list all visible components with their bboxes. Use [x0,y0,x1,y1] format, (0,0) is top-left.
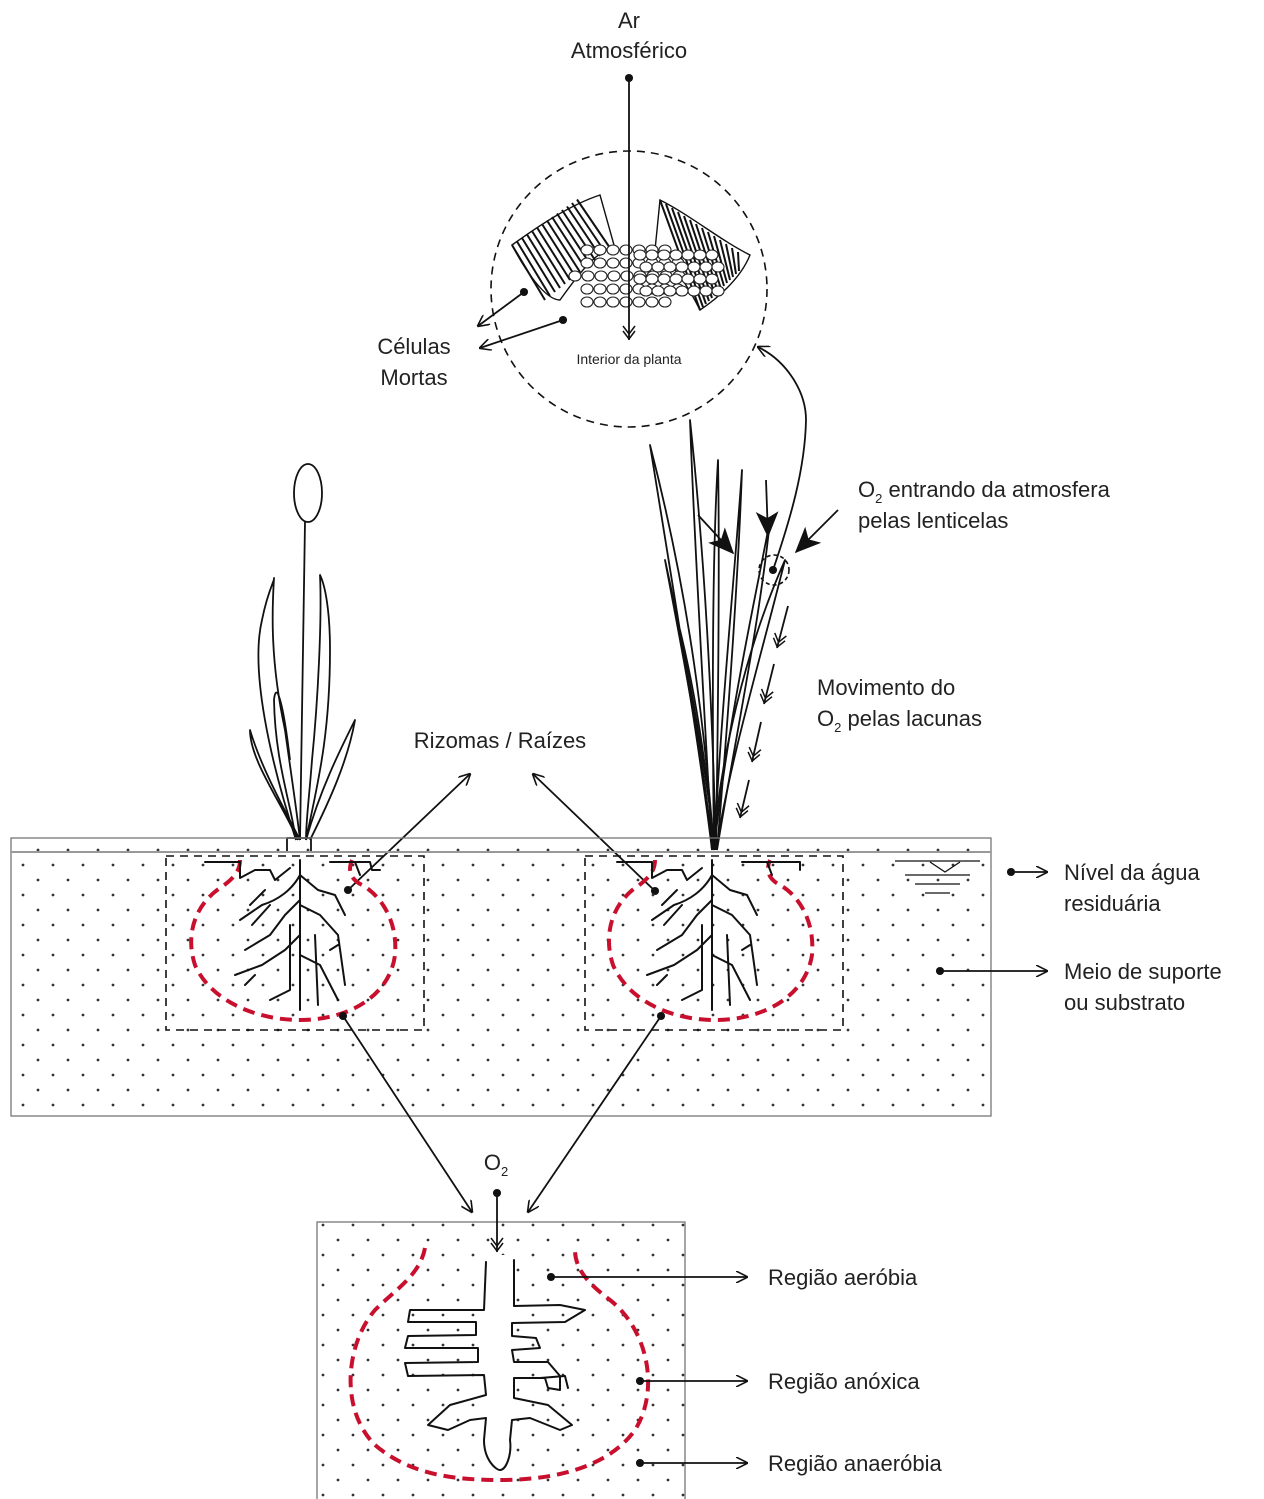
plant-cell [634,250,646,260]
dead-cells-pointer-2 [480,320,563,348]
label-nivel-agua-2: residuária [1064,891,1161,916]
plant-cell [607,297,619,307]
plant-cell [676,286,688,296]
plant-cell [706,274,718,284]
lenticel-arrows: O2 entrando da atmosfera pelas lenticela… [698,347,1111,585]
plant-cell [594,258,606,268]
label-o2-entrando-2: pelas lenticelas [858,508,1008,533]
plant-cell [688,262,700,272]
label-nivel-agua-1: Nível da água [1064,860,1201,885]
plant-cell [634,274,646,284]
root-zone-detail: O2 [317,1150,685,1499]
label-movimento-2: O2 pelas lacunas [817,706,982,735]
plant-cell [594,284,606,294]
plant-cell [712,262,724,272]
plant-cell [607,284,619,294]
plant-cell [682,250,694,260]
left-plant [250,464,355,852]
label-celulas: Células [377,334,450,359]
plant-cell [676,262,688,272]
plant-cell [712,286,724,296]
plant-cell [659,297,671,307]
label-o2-detail: O2 [484,1150,508,1179]
plant-cell [646,274,658,284]
plant-cell [620,297,632,307]
plant-cell [688,286,700,296]
label-regiao-anaerobia: Região anaeróbia [768,1451,942,1476]
label-interior-planta: Interior da planta [576,351,681,367]
label-regiao-aerobia: Região aeróbia [768,1265,918,1290]
plant-cell [694,274,706,284]
plant-cell [595,271,607,281]
label-atmosferico: Atmosférico [571,38,687,63]
right-plant [650,420,785,850]
label-mortas: Mortas [380,365,447,390]
plant-cell [607,245,619,255]
plant-cell [646,250,658,260]
lacunae-movement-arrows: Movimento do O2 pelas lacunas [740,606,982,818]
plant-cell [594,297,606,307]
label-regiao-anoxica: Região anóxica [768,1369,920,1394]
plant-cell [652,286,664,296]
plant-cell [594,245,606,255]
plant-cell [620,284,632,294]
label-movimento-1: Movimento do [817,675,955,700]
plant-cell [706,250,718,260]
plant-cell [582,271,594,281]
lenticel-detail: Ar Atmosférico Interior da planta Célula… [377,8,767,427]
plant-cell [621,271,633,281]
plant-cell [694,250,706,260]
plant-cell [646,297,658,307]
plant-cell [607,258,619,268]
plant-cell [700,262,712,272]
label-ar: Ar [618,8,640,33]
plant-cell [652,262,664,272]
label-rizomas-raizes: Rizomas / Raízes [414,728,586,753]
plant-cell [569,271,581,281]
plant-cell [682,274,694,284]
label-o2-entrando-1: O2 entrando da atmosfera [858,477,1111,506]
label-meio-suporte-1: Meio de suporte [1064,959,1222,984]
plant-cell [664,262,676,272]
plant-cell [620,258,632,268]
plant-cell [581,245,593,255]
plant-cell [581,297,593,307]
plant-cell [633,297,645,307]
substrate-bed [11,838,991,1116]
plant-cell [658,250,670,260]
plant-cell [581,258,593,268]
dead-cells-pointer-1 [478,292,524,326]
plant-cell [581,284,593,294]
plant-cell [640,262,652,272]
plant-cell [620,245,632,255]
plant-cell [664,286,676,296]
plant-cell [700,286,712,296]
plant-cell [670,274,682,284]
label-meio-suporte-2: ou substrato [1064,990,1185,1015]
plant-cell [658,274,670,284]
plant-cell [608,271,620,281]
plant-cell [640,286,652,296]
plant-cell [670,250,682,260]
